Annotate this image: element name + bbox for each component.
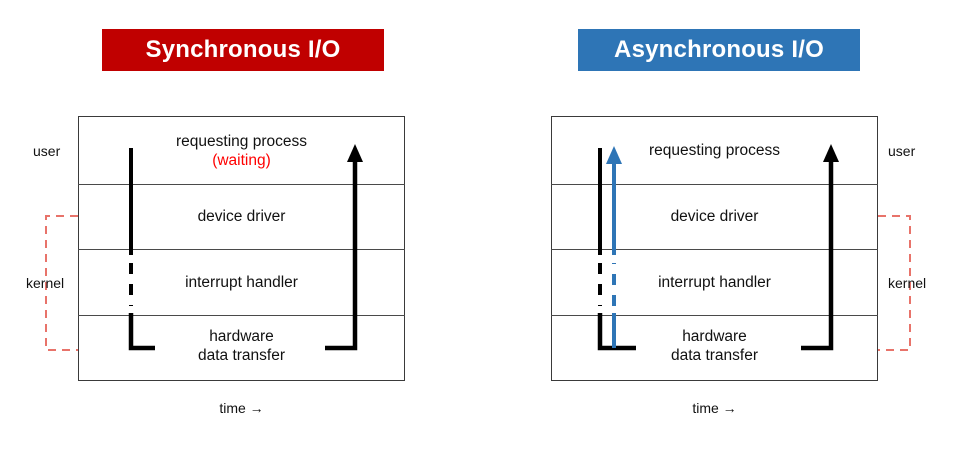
- async-row-label-hardware: hardware data transfer: [551, 327, 878, 365]
- sync-row-label-hardware: hardware data transfer: [78, 327, 405, 365]
- sync-row-divider-1: [78, 184, 405, 185]
- async-row-divider-1: [551, 184, 878, 185]
- async-side-label-kernel: kernel: [888, 275, 927, 291]
- async-row-label-hardware-text: hardware: [682, 328, 747, 345]
- sync-row-label-process-text: requesting process: [176, 133, 307, 150]
- async-side-label-user: user: [888, 143, 916, 159]
- async-diagram-panel: requesting process device driver interru…: [551, 116, 878, 381]
- sync-side-label-user: user: [33, 143, 61, 159]
- async-time-caption: time →: [692, 400, 737, 416]
- sync-side-label-kernel: kernel: [26, 275, 65, 291]
- sync-title-banner: Synchronous I/O: [102, 29, 384, 71]
- sync-row-divider-3: [78, 315, 405, 316]
- sync-time-caption: time →: [219, 400, 264, 416]
- sync-diagram-panel: requesting process (waiting) device driv…: [78, 116, 405, 381]
- async-row-label-handler: interrupt handler: [658, 274, 771, 291]
- sync-waiting-label: (waiting): [212, 152, 271, 169]
- sync-row-label-handler: interrupt handler: [185, 274, 298, 291]
- sync-row-label-process: requesting process (waiting): [78, 132, 405, 170]
- async-row-divider-2: [551, 249, 878, 250]
- sync-row-label-driver: device driver: [197, 208, 286, 225]
- async-title-banner: Asynchronous I/O: [578, 29, 860, 71]
- sync-row-label-hardware-sub: data transfer: [197, 347, 286, 364]
- async-row-divider-3: [551, 315, 878, 316]
- async-row-label-hardware-sub: data transfer: [670, 347, 759, 364]
- sync-row-divider-2: [78, 249, 405, 250]
- async-row-label-driver: device driver: [670, 208, 759, 225]
- async-row-label-process: requesting process: [649, 142, 780, 159]
- sync-row-label-hardware-text: hardware: [209, 328, 274, 345]
